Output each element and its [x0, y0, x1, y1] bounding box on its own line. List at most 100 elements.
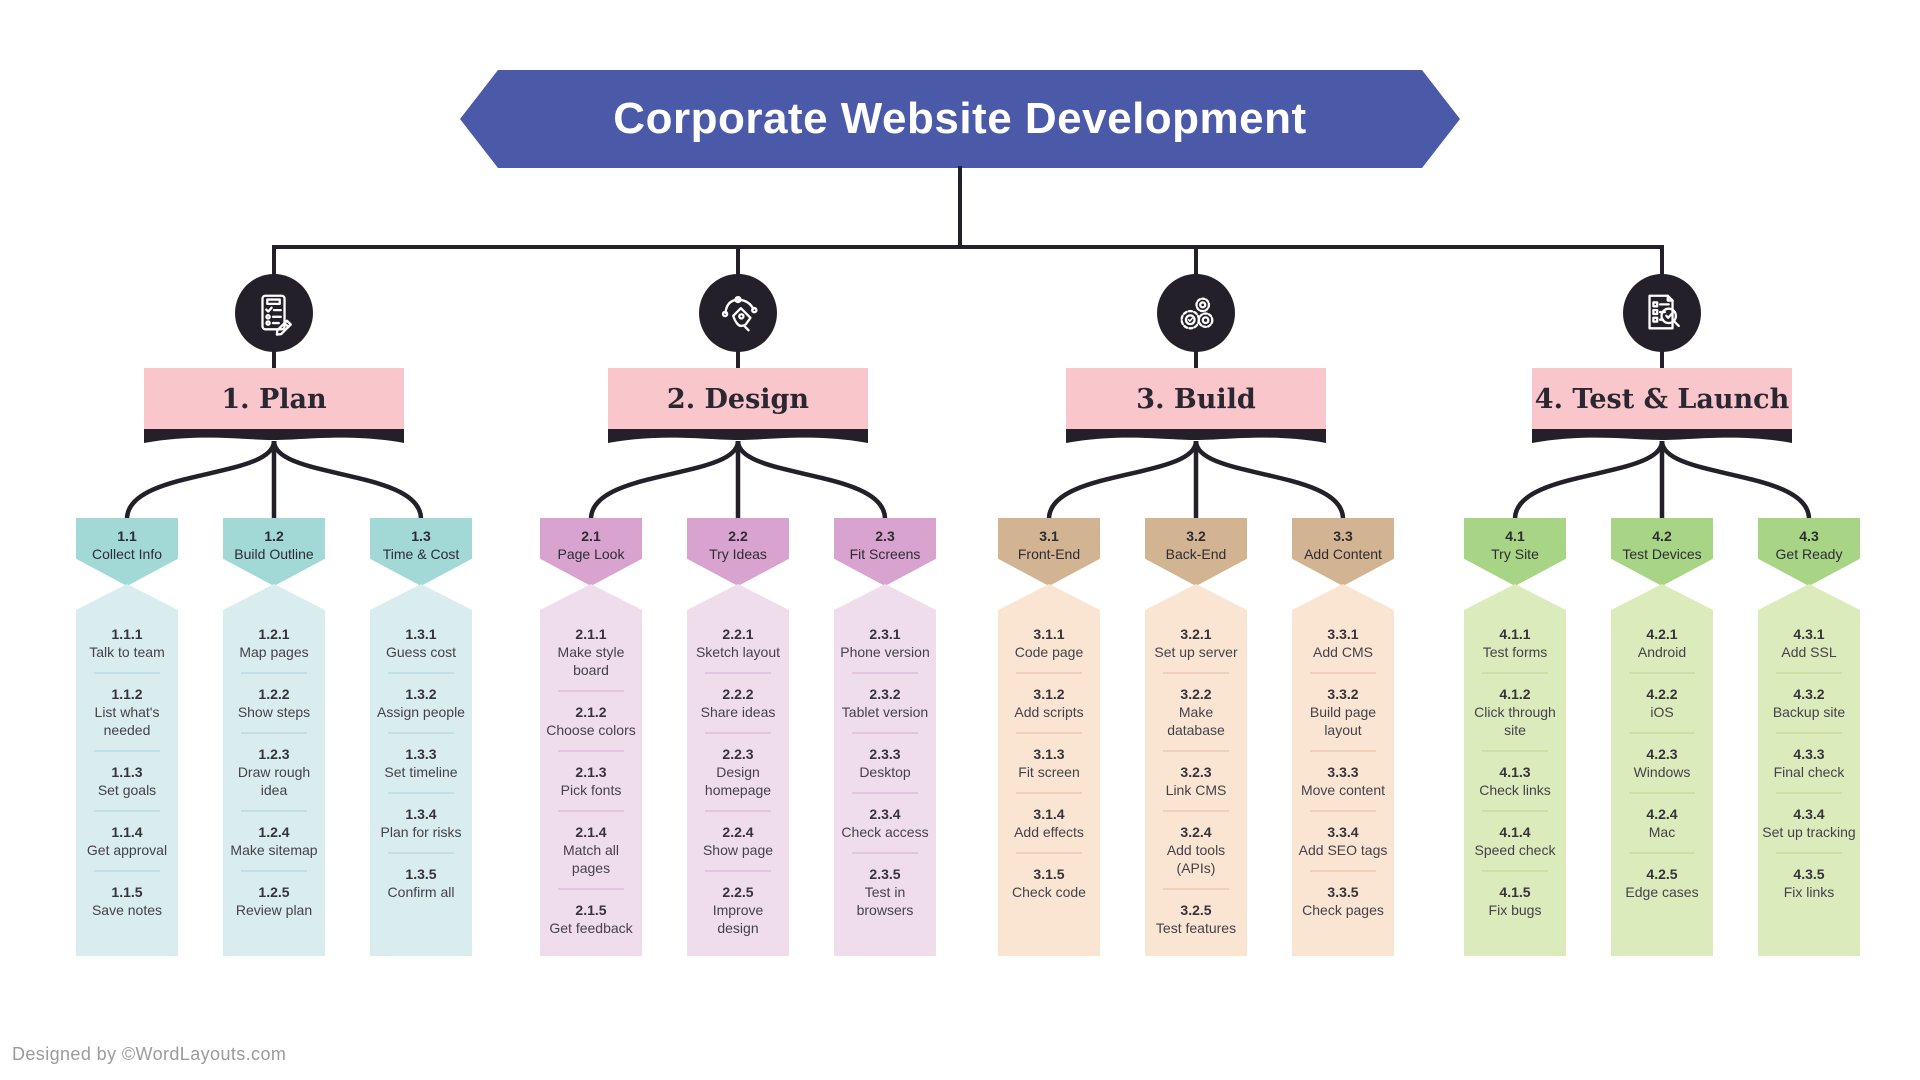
gears-icon	[1157, 274, 1235, 352]
divider	[705, 672, 771, 674]
column-banner: 2.3 Fit Screens	[834, 518, 936, 586]
section-header-test: 4. Test & Launch	[1532, 368, 1792, 430]
divider	[1482, 750, 1548, 752]
column-banner: 2.1 Page Look	[540, 518, 642, 586]
connector-line	[736, 350, 740, 370]
column-banner: 1.1 Collect Info	[76, 518, 178, 586]
divider	[388, 672, 454, 674]
divider	[1163, 810, 1229, 812]
column-banner: 4.3 Get Ready	[1758, 518, 1860, 586]
divider	[1776, 732, 1842, 734]
connector-line	[958, 166, 962, 247]
divider	[705, 732, 771, 734]
divider	[1776, 792, 1842, 794]
header-ribbon-swoosh	[608, 429, 868, 443]
divider	[1310, 750, 1376, 752]
connector-line	[272, 245, 1664, 249]
checklist-magnifier-icon	[1623, 274, 1701, 352]
header-ribbon-swoosh	[144, 429, 404, 443]
divider	[852, 852, 918, 854]
divider	[94, 810, 160, 812]
divider	[241, 732, 307, 734]
pen-tool-icon	[699, 274, 777, 352]
divider	[241, 870, 307, 872]
section-header-design: 2. Design	[608, 368, 868, 430]
branch-connectors	[124, 441, 424, 521]
column-banner: 3.1 Front-End	[998, 518, 1100, 586]
column-banner: 2.2 Try Ideas	[687, 518, 789, 586]
divider	[1629, 672, 1695, 674]
branch-connectors	[588, 441, 888, 521]
section-label: 4. Test & Launch	[1534, 383, 1790, 415]
connector-line	[1194, 245, 1198, 277]
divider	[241, 810, 307, 812]
divider	[388, 852, 454, 854]
divider	[94, 750, 160, 752]
connector-line	[1194, 350, 1198, 370]
divider	[1163, 672, 1229, 674]
column-banner: 3.2 Back-End	[1145, 518, 1247, 586]
connector-line	[272, 245, 276, 277]
divider	[94, 672, 160, 674]
footer-credit: Designed by ©WordLayouts.com	[12, 1044, 287, 1064]
divider	[558, 810, 624, 812]
connector-line	[736, 245, 740, 277]
section-label: 1. Plan	[221, 383, 327, 415]
divider	[1482, 810, 1548, 812]
divider	[558, 690, 624, 692]
divider	[1629, 792, 1695, 794]
title-banner: Corporate Website Development	[460, 70, 1460, 168]
divider	[1776, 852, 1842, 854]
connector-line	[272, 350, 276, 370]
divider	[94, 870, 160, 872]
section-header-plan: 1. Plan	[144, 368, 404, 430]
section-header-build: 3. Build	[1066, 368, 1326, 430]
diagram-title: Corporate Website Development	[613, 94, 1307, 143]
connector-line	[1660, 350, 1664, 370]
